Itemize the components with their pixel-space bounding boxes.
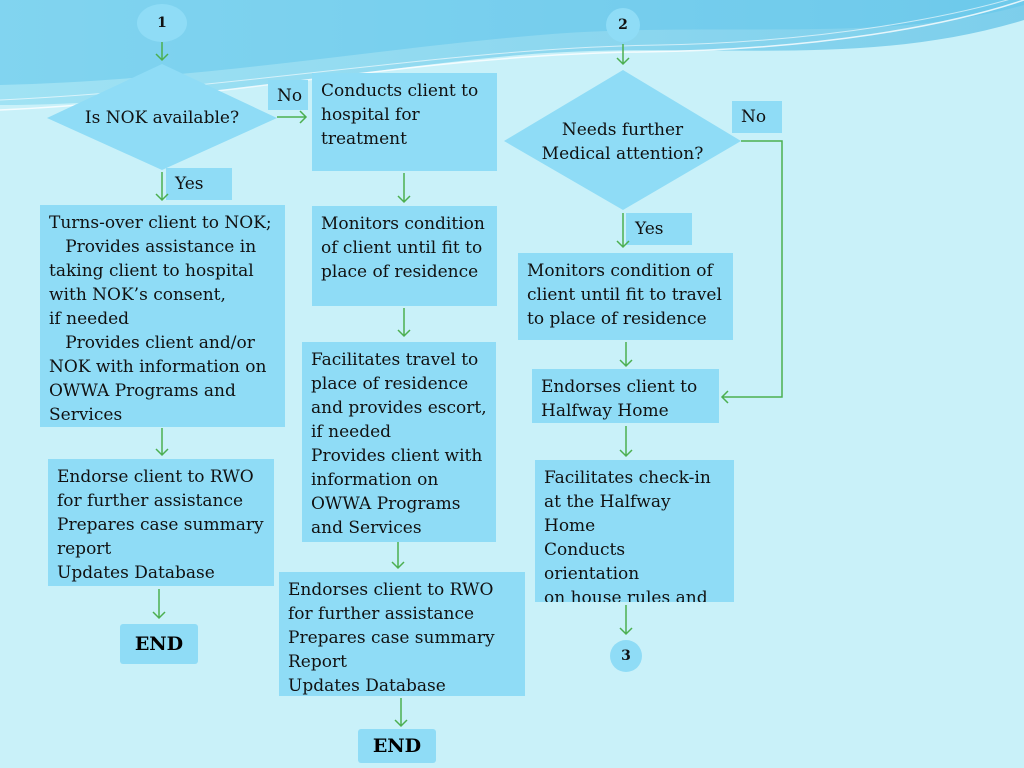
- connector-2: 2: [606, 8, 640, 42]
- terminal-end-middle: END: [358, 729, 436, 763]
- terminal-end-left: END: [120, 624, 198, 664]
- connector-3: 3: [610, 640, 642, 672]
- label-yes-nok: Yes: [166, 168, 232, 200]
- decision-diamond-medical: [504, 70, 741, 210]
- box-endorse-rwo-middle: Endorses client to RWO for further assis…: [279, 572, 525, 696]
- decision-medical-attention: Needs further Medical attention?: [541, 120, 704, 164]
- box-checkin-halfway-home: Facilitates check-in at the Halfway Home…: [535, 460, 734, 602]
- box-endorse-halfway-home: Endorses client to Halfway Home: [532, 369, 719, 423]
- decision-diamond-nok: [47, 64, 277, 170]
- decision-nok-available: Is NOK available?: [84, 108, 240, 128]
- connector-1: 1: [137, 4, 187, 42]
- box-endorse-rwo-left: Endorse client to RWO for further assist…: [48, 459, 274, 586]
- box-facilitates-travel: Facilitates travel to place of residence…: [302, 342, 496, 542]
- box-turnover-to-nok: Turns-over client to NOK; Provides assis…: [40, 205, 285, 427]
- box-conducts-to-hospital: Conducts client to hospital for treatmen…: [312, 73, 497, 171]
- box-monitors-condition-middle: Monitors condition of client until fit t…: [312, 206, 497, 306]
- label-yes-medical: Yes: [626, 213, 692, 245]
- label-no-nok: No: [268, 80, 308, 110]
- box-monitors-condition-right: Monitors condition of client until fit t…: [518, 253, 733, 340]
- label-no-medical: No: [732, 101, 782, 133]
